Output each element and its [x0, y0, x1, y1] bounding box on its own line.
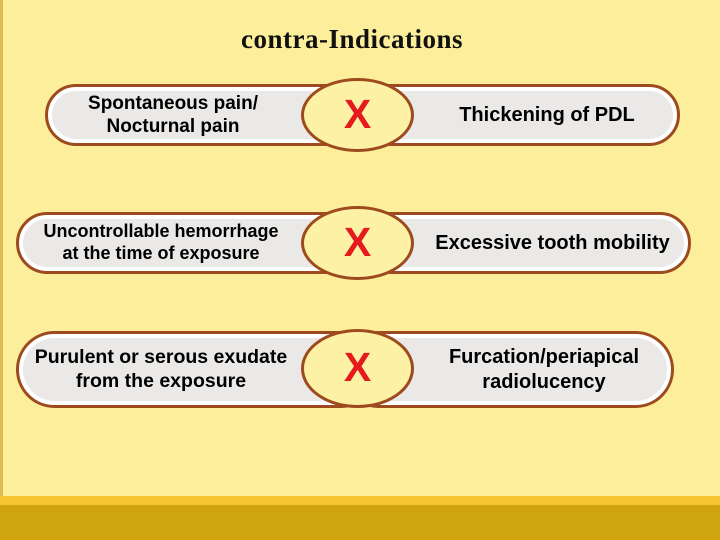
x-mark: X: [343, 218, 372, 265]
contraindication-row-3: Purulent or serous exudate from the expo…: [0, 329, 720, 408]
symptom-label: Purulent or serous exudate from the expo…: [34, 345, 288, 392]
x-mark: X: [343, 90, 372, 137]
finding-label: Excessive tooth mobility: [435, 231, 670, 254]
contraindication-row-2: Uncontrollable hemorrhage at the time of…: [0, 206, 720, 280]
x-mark-ellipse: X: [301, 206, 414, 280]
x-mark-ellipse: X: [301, 329, 414, 408]
x-mark: X: [343, 344, 372, 390]
finding-label: Furcation/periapical radiolucency: [448, 346, 640, 393]
footer-band: [0, 505, 720, 540]
x-mark-ellipse: X: [301, 78, 414, 152]
finding-label: Thickening of PDL: [459, 103, 635, 126]
symptom-label: Uncontrollable hemorrhage at the time of…: [43, 221, 279, 263]
left-edge-strip: [0, 0, 3, 540]
footer-accent-strip: [0, 496, 720, 505]
contraindication-row-1: Spontaneous pain/ Nocturnal pain Thicken…: [0, 78, 720, 152]
page-title: contra-Indications: [240, 24, 463, 54]
symptom-label: Spontaneous pain/ Nocturnal pain: [88, 92, 258, 137]
